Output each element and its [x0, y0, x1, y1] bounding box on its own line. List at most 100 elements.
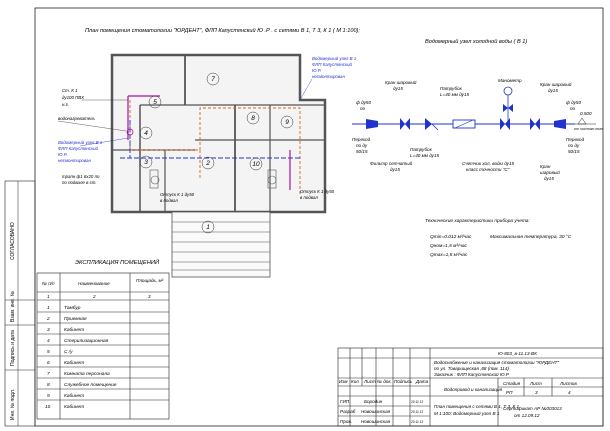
- valve-left: [400, 118, 410, 130]
- stamp-date-2: 20.11.13: [410, 410, 423, 414]
- stamp-code: Ю-803_в-11.13-ВК: [498, 351, 537, 356]
- label-stoyak: Ст. К 1: [62, 88, 78, 93]
- expl-row-name: Кабинет: [64, 404, 84, 410]
- node-kran-left-2: ду15: [393, 86, 403, 91]
- stamp-desc-1: Водоснабжение и канализация стоматологии…: [434, 360, 559, 365]
- stamp-listov-value: 4: [568, 390, 571, 395]
- node-patrubok-4: L=40 мм ду15: [410, 153, 440, 158]
- side-vzam: Взам. инв. №: [10, 291, 16, 322]
- plan-title: План помещения стоматологии "ЮРДЕНТ", ФЛ…: [85, 27, 360, 34]
- label-node-top-4: несмонтирован: [312, 74, 345, 79]
- expl-row-n: 6: [47, 360, 50, 366]
- pipe-network-v1: [120, 120, 300, 159]
- valve-right: [500, 118, 510, 130]
- expl-row-n: 9: [47, 393, 50, 399]
- expl-row-n: 1: [47, 305, 50, 311]
- node-annotations: Кран шаровый ду15 Патрубок L=40 мм ду15 …: [352, 78, 603, 181]
- node-kran-right-2: ду15: [548, 88, 558, 93]
- reducer-left: [366, 119, 378, 129]
- label-node-left-2: ФЛП Капустянский: [58, 146, 99, 151]
- node-patrubok-3: Патрубок: [410, 147, 433, 152]
- node-filtr-2: ду15: [390, 167, 400, 172]
- node-manometr: Манометр: [498, 78, 522, 83]
- room-1: 1: [206, 224, 210, 231]
- tech-q2: Qном=1,5 м³/час: [430, 243, 467, 249]
- node-kran-r3b: шаровый: [540, 169, 560, 175]
- stamp-h-izm: Изм: [339, 379, 348, 384]
- node-elev-1: 0.500: [580, 111, 592, 116]
- node-perehod-l1: Переход: [352, 137, 371, 142]
- stamp-prov-name: Новошинская: [361, 419, 391, 424]
- room-7: 7: [211, 76, 215, 83]
- stamp-date-1: 20.11.13: [410, 400, 423, 404]
- floor-plan: [110, 53, 327, 278]
- node-patrubok-1: Патрубок: [440, 86, 463, 91]
- expl-idx-3: 3: [148, 294, 151, 299]
- stamp-h-data: Дата: [415, 379, 429, 384]
- side-stamp: СОГЛАСОВАНО Взам. инв. № Подпись и дата …: [4, 180, 36, 427]
- room-2: 2: [205, 160, 210, 167]
- label-trap-1: трапн ф1 6х20 по: [62, 174, 100, 179]
- node-kran-right-1: Кран шаровый: [540, 81, 572, 87]
- stamp-cert-1: Сертификат АР №003013: [503, 406, 562, 411]
- node-filtr-1: Фильтр сетчатый: [370, 160, 413, 166]
- stamp-h-kol: Кол: [351, 379, 359, 384]
- stamp-listov: Листов: [559, 381, 577, 386]
- stamp-desc-3: Заказчик : ФЛП Капустянский Ю.Р: [434, 371, 510, 377]
- expl-row-name: Кабинет: [64, 327, 84, 333]
- label-out1-b: в подвал: [160, 198, 178, 203]
- label-node-left-3: Ю.Р.: [58, 152, 67, 157]
- label-ng: н.г.: [62, 102, 69, 107]
- expl-idx-2: 2: [92, 294, 96, 299]
- tech-q3: Qmax=1,5 м³/час: [430, 252, 468, 258]
- node-po: по: [360, 106, 366, 111]
- filter-symbol: [425, 118, 432, 130]
- stamp-prov: Пров.: [340, 419, 352, 424]
- stamp-cert-2: от 12.09.12: [514, 413, 540, 418]
- node-kran-r3c: ду15: [544, 176, 554, 181]
- expl-col1: № п/п: [42, 281, 55, 286]
- stamp-stadia-value: РП: [506, 390, 513, 395]
- expl-row-name: С /у: [64, 349, 73, 355]
- explication-table: ЭКСПЛИКАЦИЯ ПОМЕЩЕНИЙ № п/п Наименование…: [36, 258, 170, 420]
- valve-manometer: [503, 104, 513, 112]
- label-du100: ду100 ПВХ: [62, 95, 85, 100]
- title-block: Ю-803_в-11.13-ВК Водоснабжение и канализ…: [337, 347, 604, 427]
- label-heater: водонагреватель: [58, 116, 95, 121]
- expl-row-name: Приемная: [64, 316, 87, 322]
- stamp-h-podp: Подпись: [394, 379, 413, 384]
- node-perehod-r3: 50/15: [568, 149, 580, 154]
- room-10: 10: [252, 161, 260, 168]
- tech-specs: Технические характеристики прибора учета…: [425, 218, 572, 258]
- side-podpis: Подпись и дата: [10, 330, 16, 366]
- tech-temp: Максимальная температура, 30 °С: [490, 234, 572, 240]
- node-elev-2: от чистого пола: [574, 127, 603, 131]
- expl-row-n: 4: [47, 338, 50, 344]
- label-node-top-1: Водомерный узел В 1: [312, 56, 357, 61]
- node-patrubok-2: L=40 мм ду15: [440, 92, 470, 97]
- expl-row-name: Кабинет: [64, 393, 84, 399]
- label-trap-2: по подвале в ст.: [62, 180, 97, 185]
- expl-row-n: 7: [47, 371, 50, 377]
- stamp-list-value: 3: [535, 390, 538, 395]
- tech-q1: Qmin=0.012 м³/час: [430, 234, 472, 240]
- node-du50: ф ду50: [356, 100, 371, 105]
- expl-row-name: Комната персонала: [64, 371, 110, 377]
- stamp-sheet-1: План помещения с сетями В 1, Т 3, К 1: [434, 404, 520, 409]
- room-5: 5: [153, 99, 157, 106]
- stamp-gip-name: Бородин: [364, 399, 383, 404]
- label-node-left-1: Водомерный узел В 1: [58, 140, 103, 145]
- node-kran-r3a: Кран: [540, 164, 551, 169]
- node-po-right: по: [570, 106, 576, 111]
- expl-row-name: Стерилизационная: [64, 338, 109, 344]
- node-du50-right: ф ду50: [566, 100, 581, 105]
- node-kran-left-1: Кран шаровый: [385, 79, 417, 85]
- stamp-razrab: Разраб: [340, 409, 356, 414]
- expl-title: ЭКСПЛИКАЦИЯ ПОМЕЩЕНИЙ: [75, 258, 160, 266]
- node-perehod-r2: по ду: [568, 143, 580, 148]
- stamp-razrab-name: Новошинская: [361, 409, 391, 414]
- stamp-gip: ГИП: [340, 399, 350, 404]
- node-schetchik-1: Счетчик хол. воды ду15: [462, 161, 515, 166]
- valve-right-end: [530, 118, 540, 130]
- side-inv: Инв. № подл.: [10, 389, 16, 420]
